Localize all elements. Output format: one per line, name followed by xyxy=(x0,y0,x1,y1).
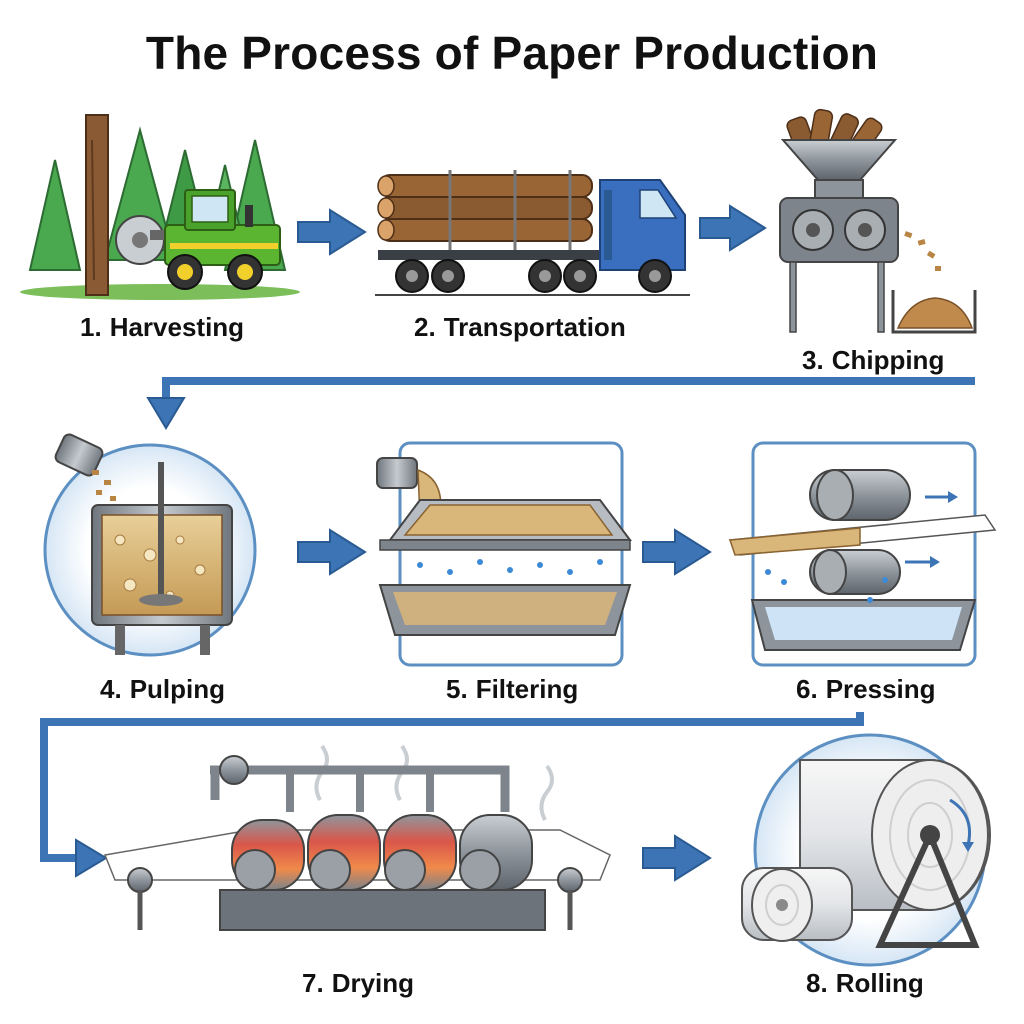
flow-arrow-icon xyxy=(642,528,712,576)
heated-drying-cylinder-icon xyxy=(231,814,533,891)
truck-cab-icon xyxy=(599,179,686,271)
step-7-label: 7.Drying xyxy=(302,968,415,998)
flow-arrow-icon xyxy=(146,397,186,430)
harvester-tractor-icon xyxy=(115,189,281,290)
step-6-label: 6.Pressing xyxy=(796,674,936,704)
step-3-label: 3.Chipping xyxy=(802,345,945,375)
harvesting-illustration xyxy=(20,114,300,300)
pulping-vat-illustration xyxy=(43,433,257,657)
water-drops-icon xyxy=(417,559,603,575)
logging-truck-illustration xyxy=(375,170,690,296)
row-connector-arrow-icon xyxy=(40,712,864,862)
step-4-label: 4.Pulping xyxy=(100,674,226,704)
flow-arrow-icon xyxy=(297,528,367,576)
flow-arrow-icon xyxy=(642,834,712,882)
wood-chipper-illustration xyxy=(779,108,977,334)
truck-wheels-icon xyxy=(395,259,672,293)
flow-arrow-icon xyxy=(297,208,367,256)
steam-icon xyxy=(314,744,554,821)
wood-chips-icon xyxy=(904,231,941,271)
drying-cylinders-illustration xyxy=(103,744,611,931)
step-5-label: 5.Filtering xyxy=(446,674,579,704)
filtering-illustration xyxy=(376,441,632,667)
paper-roll-illustration xyxy=(741,733,991,967)
row-connector-arrow-icon xyxy=(162,377,975,400)
wood-chips-icon xyxy=(92,470,116,501)
pressing-illustration xyxy=(728,441,997,667)
flow-arrow-icon xyxy=(75,838,108,878)
logs-icon xyxy=(377,170,593,252)
stirrer-icon xyxy=(158,462,164,602)
flow-arrow-icon xyxy=(699,204,767,252)
step-8-label: 8.Rolling xyxy=(806,968,924,998)
step-2-label: 2.Transportation xyxy=(414,312,626,342)
tree-trunk-icon xyxy=(85,114,109,296)
diagram-title: The Process of Paper Production xyxy=(145,27,879,79)
step-1-label: 1.Harvesting xyxy=(80,312,245,342)
